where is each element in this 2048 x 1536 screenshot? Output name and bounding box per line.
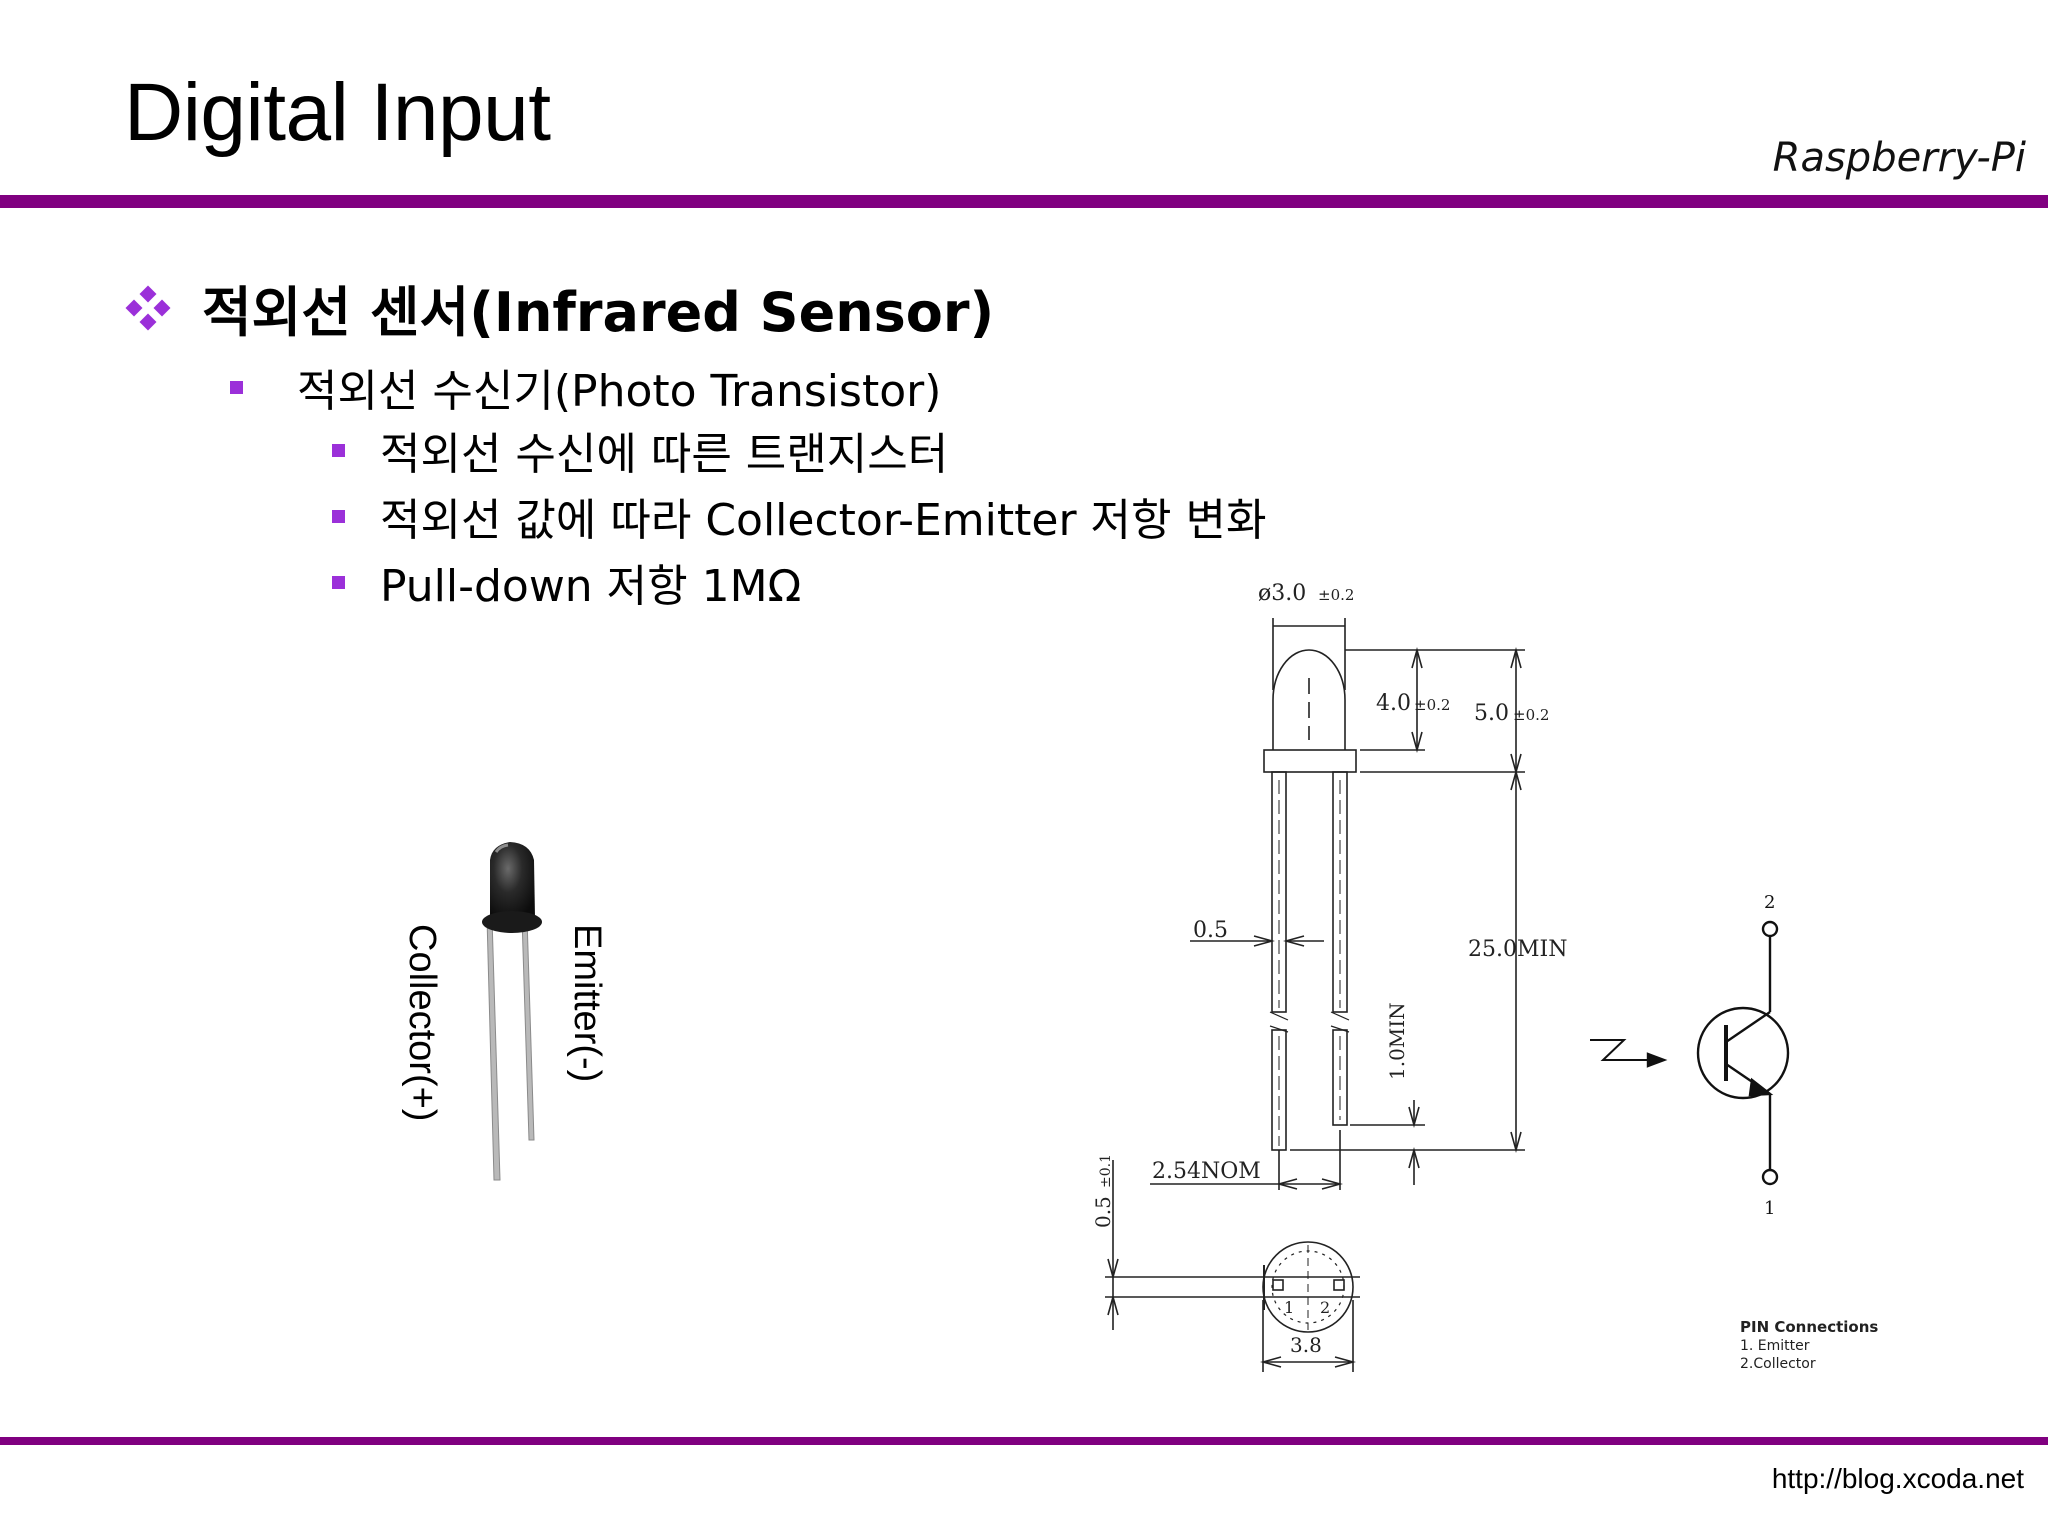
bullet1-text: 적외선 센서(Infrared Sensor) (202, 281, 995, 344)
bottom-pin-1: 1 (1284, 1298, 1294, 1317)
dim-head-tol: ±0.2 (1414, 696, 1450, 714)
dim-head: 4.0 (1376, 691, 1411, 716)
bullet-level1: 적외선 센서(Infrared Sensor) (124, 268, 994, 347)
dim-base: 3.8 (1290, 1333, 1322, 1357)
slide-title: Digital Input (124, 67, 551, 158)
square-bullet-icon (332, 509, 345, 523)
diamond-bullet-icon (125, 285, 171, 330)
schematic-pin-2: 2 (1764, 892, 1775, 913)
dim-total: 5.0 (1474, 701, 1509, 726)
dim-diameter: ø3.0 (1258, 581, 1306, 606)
pin-connections-title: PIN Connections (1740, 1318, 1878, 1336)
sub-bullet-text: Pull-down 저항 1MΩ (380, 561, 802, 612)
bullet2-text: 적외선 수신기(Photo Transistor) (297, 366, 942, 417)
square-bullet-icon (332, 575, 345, 589)
dim-diameter-tol: ±0.2 (1318, 586, 1354, 604)
sub-bullet: 적외선 수신에 따른 트랜지스터 (332, 418, 948, 482)
square-bullet-icon (332, 443, 345, 457)
footer-divider (0, 1437, 2048, 1445)
dim-total-tol: ±0.2 (1513, 706, 1549, 724)
bullet-level2: 적외선 수신기(Photo Transistor) (230, 355, 941, 419)
dim-pitch: 2.54NOM (1152, 1159, 1261, 1184)
dim-lead-width: 0.5 (1193, 918, 1228, 943)
header-divider (0, 195, 2048, 208)
dim-flange: 0.5 (1091, 1196, 1115, 1228)
footer-url: http://blog.xcoda.net (1771, 1463, 2024, 1494)
dim-flange-tol: ±0.1 (1098, 1154, 1114, 1188)
dim-min: 1.0MIN (1385, 1002, 1409, 1080)
pin-1-name: 1. Emitter (1740, 1338, 1810, 1354)
pin-2-name: 2.Collector (1740, 1356, 1816, 1372)
bottom-pin-2: 2 (1320, 1298, 1330, 1317)
square-bullet-icon (230, 380, 243, 394)
brand-label: Raspberry-Pi (1772, 135, 2026, 181)
sub-bullet-text: 적외선 값에 따라 Collector-Emitter 저항 변화 (380, 495, 1267, 546)
sub-bullet: Pull-down 저항 1MΩ (332, 550, 801, 614)
sub-bullet-text: 적외선 수신에 따른 트랜지스터 (380, 429, 949, 480)
schematic-pin-1: 1 (1764, 1198, 1775, 1219)
dim-lead-length: 25.0MIN (1468, 937, 1567, 962)
sub-bullet: 적외선 값에 따라 Collector-Emitter 저항 변화 (332, 484, 1266, 548)
